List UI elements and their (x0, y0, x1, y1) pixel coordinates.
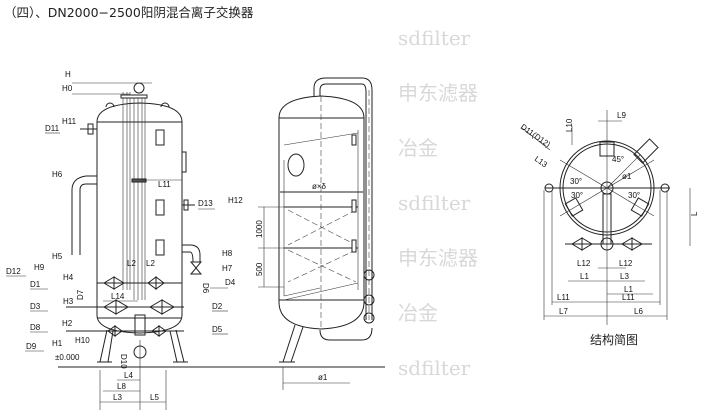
label-H10: H10 (75, 336, 90, 345)
left-vessel-elevation: H H0 D11 H11 H6 L11 D13 H12 H5 H9 D12 D1… (6, 70, 243, 410)
structure-diagram-caption: 结构简图 (590, 333, 639, 347)
label-L2a: L2 (127, 259, 136, 268)
label-zero-elevation: ±0.000 (55, 353, 80, 362)
watermark: 申东滤器 (398, 81, 478, 105)
label-L: L (690, 211, 699, 216)
watermark: 申东滤器 (398, 246, 478, 270)
label-L11: L11 (158, 180, 171, 189)
label-D10: D10 (119, 354, 128, 369)
label-H8: H8 (222, 249, 233, 258)
label-L1b: L1 (624, 285, 633, 294)
label-H4: H4 (63, 273, 74, 282)
label-L11b: L11 (622, 293, 635, 302)
label-H7: H7 (222, 264, 233, 273)
label-H11: H11 (62, 117, 77, 126)
watermark: sdfilter (398, 191, 471, 215)
label-L5: L5 (150, 393, 159, 402)
label-D1: D1 (30, 280, 41, 289)
label-H2: H2 (62, 319, 73, 328)
label-D11-D12: D11(D12) (519, 122, 552, 149)
label-D6: D6 (201, 283, 210, 294)
label-30deg-a: 30° (570, 177, 582, 186)
label-D3: D3 (30, 302, 41, 311)
label-30deg-b: 30° (571, 191, 583, 200)
watermark: sdfilter (398, 26, 471, 50)
label-L12b: L12 (619, 259, 633, 268)
label-D4: D4 (225, 278, 236, 287)
label-H5: H5 (52, 252, 63, 261)
label-L9: L9 (617, 111, 626, 120)
left-labels: H H0 D11 H11 H6 L11 D13 H12 H5 H9 D12 D1… (6, 70, 243, 402)
label-D5: D5 (212, 325, 223, 334)
label-L11a: L11 (557, 293, 570, 302)
label-diameter-thickness: ø×δ (312, 182, 327, 191)
watermark: 冶金 (398, 136, 438, 160)
label-L1a: L1 (580, 272, 589, 281)
label-o1-plan: ø1 (622, 172, 632, 181)
drawing-title: （四）、DN2000−2500阳阴混合离子交换器 (4, 5, 254, 20)
label-45deg: 45° (612, 155, 624, 164)
label-L6: L6 (634, 307, 643, 316)
label-H6: H6 (52, 170, 63, 179)
label-D7: D7 (76, 289, 85, 300)
label-H12: H12 (228, 196, 243, 205)
label-D8: D8 (30, 323, 41, 332)
label-L4: L4 (124, 371, 133, 380)
label-D13: D13 (198, 199, 213, 208)
label-H9: H9 (34, 263, 45, 272)
label-H: H (65, 70, 71, 79)
label-L3: L3 (620, 272, 629, 281)
middle-vessel-section: ø×δ 1000 500 ø1 (240, 77, 385, 390)
label-D9: D9 (26, 342, 37, 351)
label-H0: H0 (62, 84, 73, 93)
label-500: 500 (255, 262, 264, 276)
watermark-layer: sdfilter 申东滤器 冶金 sdfilter 申东滤器 冶金 sdfilt… (398, 26, 478, 380)
label-L3: L3 (113, 393, 122, 402)
label-L10: L10 (565, 118, 574, 132)
label-L13: L13 (533, 154, 550, 169)
watermark: 冶金 (398, 301, 438, 325)
label-L12a: L12 (577, 259, 591, 268)
label-30deg-c: 30° (628, 191, 640, 200)
label-L7: L7 (559, 307, 568, 316)
label-o1: ø1 (318, 373, 328, 382)
label-H3: H3 (63, 297, 74, 306)
label-H1: H1 (52, 339, 63, 348)
label-L8: L8 (117, 382, 126, 391)
label-L2b: L2 (146, 259, 155, 268)
label-1000: 1000 (255, 220, 264, 238)
label-D11: D11 (45, 124, 60, 133)
label-L14: L14 (111, 292, 125, 301)
label-D2: D2 (212, 302, 223, 311)
plan-view: L10 L9 D11(D12) L13 45° ø1 30° 30° 30° L… (519, 110, 699, 325)
label-D12: D12 (6, 267, 21, 276)
watermark: sdfilter (398, 356, 471, 380)
